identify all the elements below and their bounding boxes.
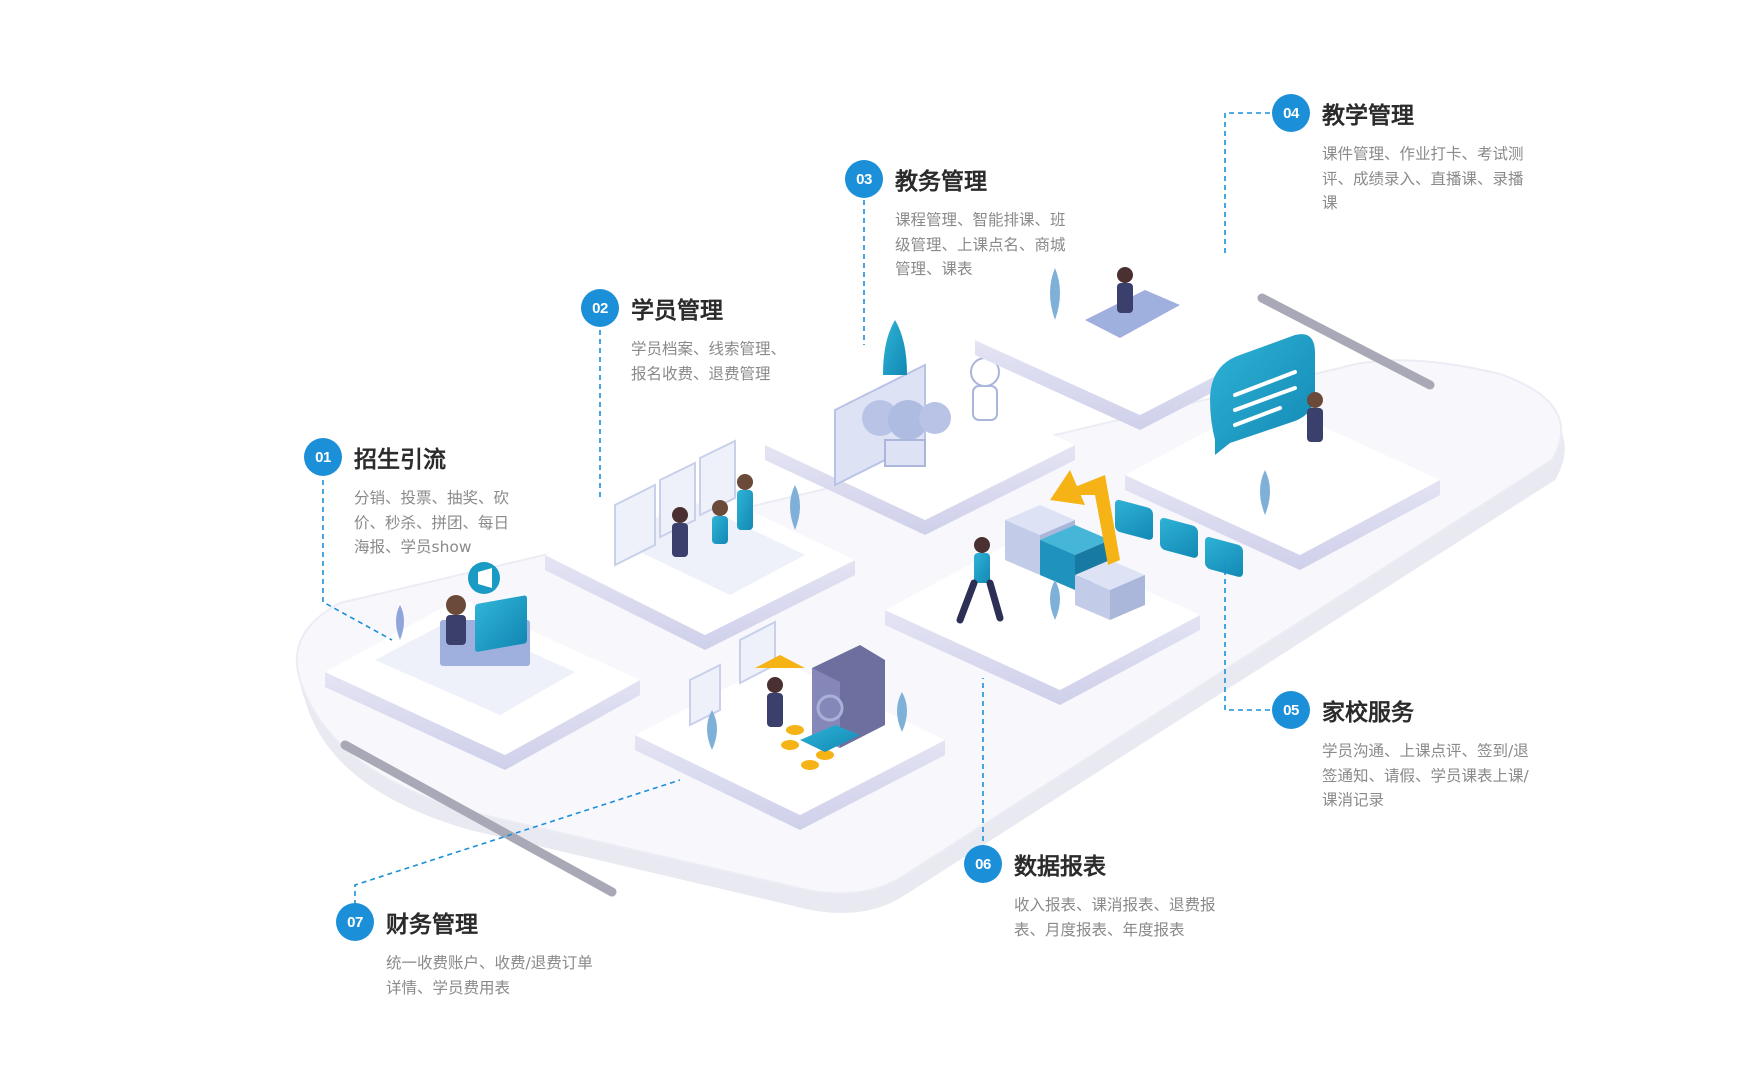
connector-05 [1224, 562, 1270, 711]
module-04-teaching: 04 教学管理 课件管理、作业打卡、考试测 评、成绩录入、直播课、录播 课 [1272, 94, 1524, 216]
media-controls [1115, 237, 1243, 577]
module-07-finance: 07 财务管理 统一收费账户、收费/退费订单 详情、学员费用表 [336, 903, 593, 1000]
tile-02-students [545, 439, 855, 650]
tile-07-finance [635, 620, 945, 830]
module-01-recruit: 01 招生引流 分销、投票、抽奖、砍 价、秒杀、拼团、每日 海报、学员show [304, 438, 509, 560]
connector-lines [322, 112, 1270, 905]
module-description: 课件管理、作业打卡、考试测 评、成绩录入、直播课、录播 课 [1322, 145, 1524, 212]
number-badge: 04 [1272, 94, 1310, 132]
number-badge: 03 [845, 160, 883, 198]
module-title: 财务管理 [386, 912, 478, 938]
number-badge: 02 [581, 289, 619, 327]
module-title: 家校服务 [1322, 700, 1414, 726]
module-05-home-school: 05 家校服务 学员沟通、上课点评、签到/退 签通知、请假、学员课表上课/ 课消记… [1272, 691, 1529, 813]
tile-05-home-school [1125, 334, 1440, 570]
tile-04-teaching [975, 237, 1285, 577]
connector-07 [354, 779, 681, 905]
number-badge: 07 [336, 903, 374, 941]
module-description: 分销、投票、抽奖、砍 价、秒杀、拼团、每日 海报、学员show [354, 489, 510, 556]
number-badge: 06 [964, 845, 1002, 883]
module-02-students: 02 学员管理 学员档案、线索管理、 报名收费、退费管理 [581, 289, 786, 386]
module-title: 招生引流 [354, 447, 446, 473]
module-description: 学员档案、线索管理、 报名收费、退费管理 [631, 340, 787, 383]
tile-03-academic [765, 320, 1075, 535]
module-03-academic: 03 教务管理 课程管理、智能排课、班 级管理、上课点名、商城 管理、课表 [845, 160, 1066, 282]
number-badge: 05 [1272, 691, 1310, 729]
connector-04 [1224, 112, 1270, 255]
tile-01-recruit [325, 562, 640, 770]
module-description: 统一收费账户、收费/退费订单 详情、学员费用表 [386, 954, 593, 997]
module-description: 学员沟通、上课点评、签到/退 签通知、请假、学员课表上课/ 课消记录 [1322, 742, 1529, 809]
number-badge: 01 [304, 438, 342, 476]
module-description: 收入报表、课消报表、退费报 表、月度报表、年度报表 [1014, 896, 1216, 939]
tile-06-data-report [885, 470, 1200, 705]
connector-01 [322, 480, 393, 641]
module-title: 学员管理 [631, 298, 723, 324]
module-description: 课程管理、智能排课、班 级管理、上课点名、商城 管理、课表 [895, 211, 1066, 278]
module-title: 教务管理 [895, 169, 987, 195]
module-title: 教学管理 [1322, 103, 1414, 129]
module-title: 数据报表 [1014, 854, 1106, 880]
module-06-data-report: 06 数据报表 收入报表、课消报表、退费报 表、月度报表、年度报表 [964, 845, 1216, 942]
